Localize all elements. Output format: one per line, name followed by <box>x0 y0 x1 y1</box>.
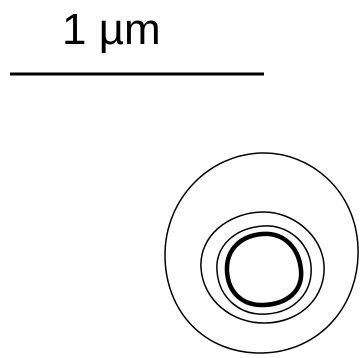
core-contour <box>227 234 301 305</box>
inner-thin-contour <box>217 226 311 314</box>
